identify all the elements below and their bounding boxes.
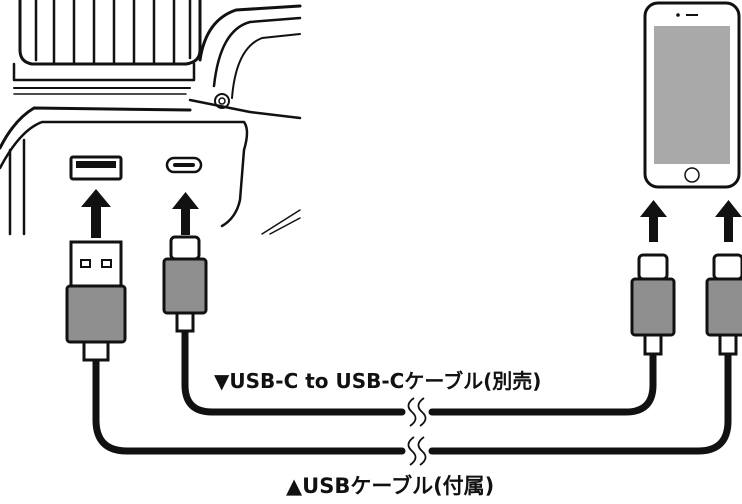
usb-a-cable-wire: [92, 350, 732, 455]
phone-screen: [654, 26, 730, 164]
usb-a-plug: [65, 240, 127, 362]
device-housing: [0, 0, 302, 236]
phone-home-button: [684, 167, 700, 183]
knob-icon: [12, 0, 202, 95]
phone-camera-icon: [676, 13, 680, 17]
cable-break-mark: [407, 436, 427, 466]
arrow-up-icon: [172, 192, 199, 235]
cable-break-mark: [407, 397, 427, 427]
usb-c-plug-phone-1: [630, 253, 676, 356]
usb-c-cable-label: ▼USB-C to USB-Cケーブル(別売): [214, 369, 542, 393]
arrow-up-icon: [640, 200, 667, 242]
usb-a-cable-label: ▲USBケーブル(付属): [286, 474, 495, 498]
arrow-up-icon: [715, 200, 742, 242]
usb-c-plug-phone-2: [705, 253, 742, 356]
arrow-up-icon: [81, 189, 111, 238]
usb-a-port: [69, 155, 123, 181]
screw-icon: [214, 93, 230, 109]
smartphone: [643, 1, 741, 189]
usb-c-plug-device: [162, 235, 208, 333]
usb-c-port: [165, 156, 203, 174]
usb-c-cable-wire: [181, 327, 657, 416]
